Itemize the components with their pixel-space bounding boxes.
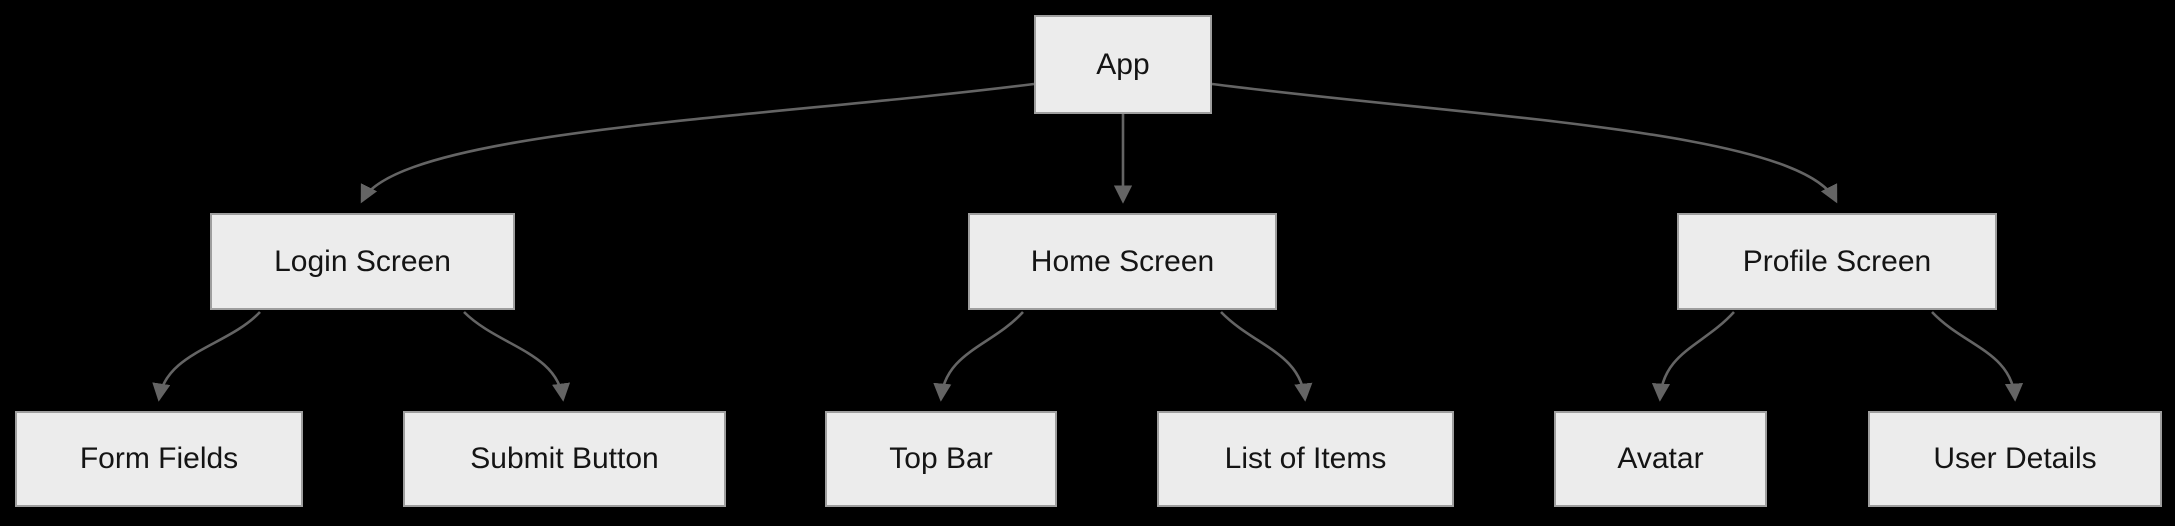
edge-app-to-login-screen [360, 82, 1035, 204]
edge-login-screen-to-form-fields [152, 311, 261, 402]
edge-home-screen-to-top-bar [933, 311, 1024, 402]
node-avatar: Avatar [1554, 411, 1767, 507]
node-avatar-label: Avatar [1617, 442, 1704, 475]
node-form-fields: Form Fields [15, 411, 303, 507]
node-profile-screen-label: Profile Screen [1742, 244, 1932, 278]
edge-profile-screen-to-user-details [1931, 311, 2024, 402]
node-app-label: App [1096, 47, 1150, 81]
edge-home-screen-to-list-of-items [1220, 311, 1313, 402]
node-app: App [1034, 15, 1212, 114]
node-top-bar-label: Top Bar [889, 442, 993, 475]
node-login-screen: Login Screen [210, 213, 515, 310]
node-home-screen: Home Screen [968, 213, 1277, 310]
node-list-of-items-label: List of Items [1224, 442, 1387, 475]
edge-login-screen-to-submit-button [463, 311, 571, 402]
node-user-details: User Details [1868, 411, 2162, 507]
node-user-details-label: User Details [1933, 442, 2097, 475]
node-profile-screen: Profile Screen [1677, 213, 1997, 310]
edge-app-to-profile-screen [1211, 82, 1838, 204]
node-form-fields-label: Form Fields [79, 442, 239, 475]
node-home-screen-label: Home Screen [1030, 244, 1215, 278]
node-top-bar: Top Bar [825, 411, 1057, 507]
node-submit-button-label: Submit Button [470, 442, 659, 475]
edge-profile-screen-to-avatar [1651, 311, 1735, 402]
node-submit-button: Submit Button [403, 411, 726, 507]
node-list-of-items: List of Items [1157, 411, 1454, 507]
node-login-screen-label: Login Screen [274, 244, 451, 278]
